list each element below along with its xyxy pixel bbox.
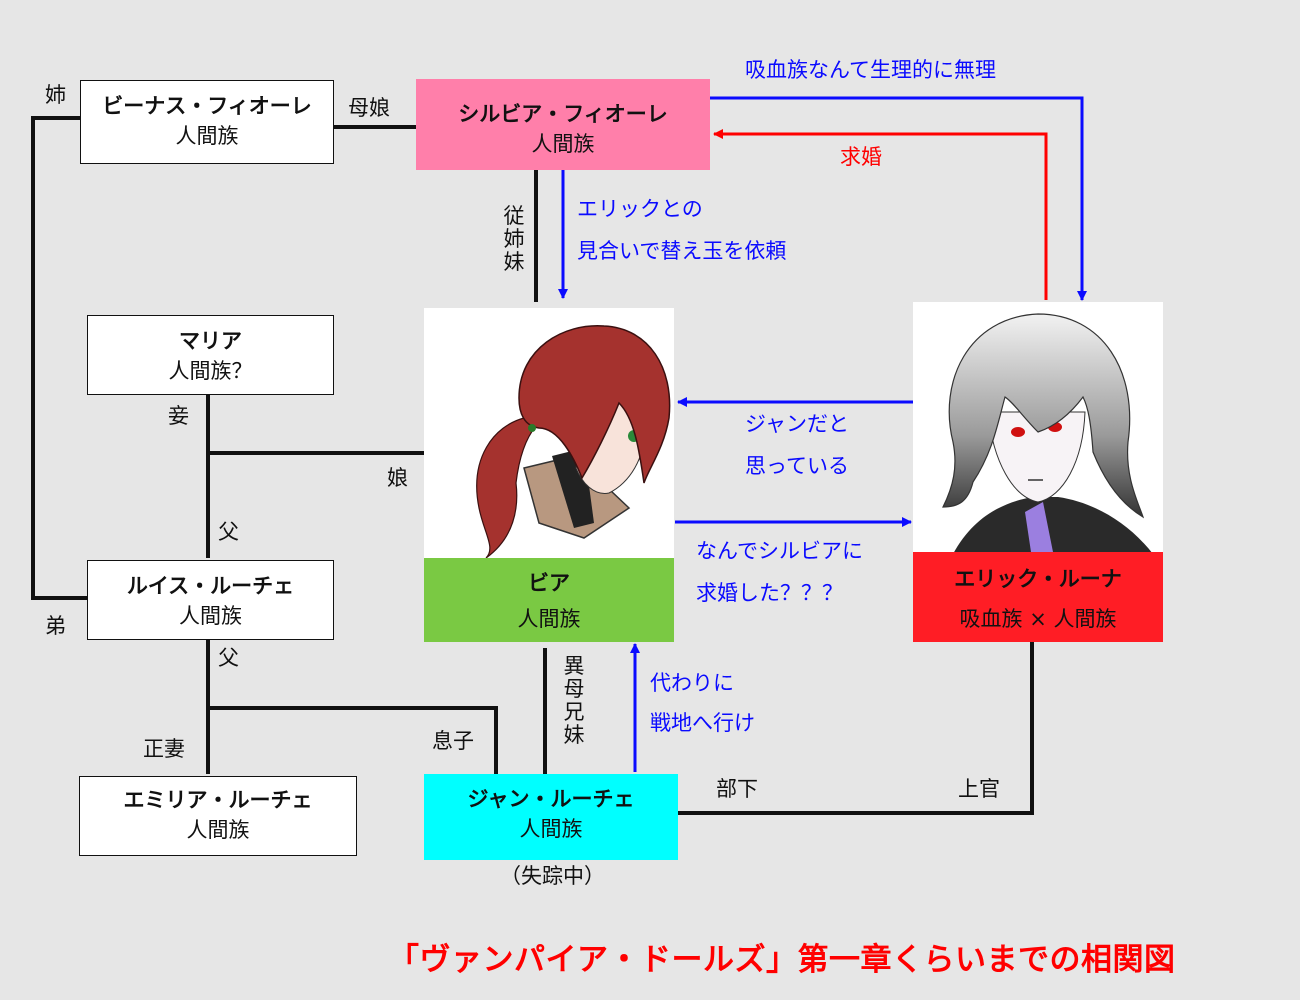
character-card-bia[interactable]: ビア 人間族 [424,308,674,642]
note-line: 思っている [745,454,849,478]
silver-haired-man-portrait [942,313,1153,554]
relation-label-daughter: 娘 [387,466,408,490]
character-box-venus[interactable]: ビーナス・フィオーレ 人間族 [80,80,334,164]
note-eric-to-sylvia: 求婚 [840,145,882,169]
arrow-sylvia-to-eric [710,96,1087,301]
arrow-eric-to-sylvia [713,129,1048,300]
line-to-jean-son [208,706,498,774]
relation-label-concubine: 妾 [168,404,189,428]
relation-label-legal-wife: 正妻 [143,737,185,761]
character-name: ビーナス・フィオーレ [102,94,312,118]
relation-label-sister: 姉 [45,83,66,107]
note-line: なんでシルビアに [696,539,863,563]
note-bia-to-eric: なんでシルビアに 求婚した？？？ [696,530,863,614]
note-sylvia-to-bia: エリックとの 見合いで替え玉を依頼 [577,188,786,272]
relation-label-mother-daughter: 母娘 [348,96,390,120]
label-char: 妹 [563,723,585,747]
character-name: エミリア・ルーチェ [123,788,313,812]
character-name: ジャン・ルーチェ [467,787,635,811]
relation-label-father-lower: 父 [218,646,239,670]
character-name: ルイス・ルーチェ [126,574,295,598]
character-race: 人間族 [531,132,595,156]
line-jean-eric-rank [678,642,1034,815]
character-name: シルビア・フィオーレ [458,102,668,126]
note-eric-to-bia: ジャンだと 思っている [745,403,849,487]
note-line: エリックとの [577,197,703,221]
character-race: 人間族 [175,124,239,148]
relation-label-father-upper: 父 [218,520,239,544]
character-race: 人間族 [179,604,242,628]
relation-label-subordinate: 部下 [716,777,758,801]
label-char: 従 [503,204,525,228]
character-box-jean[interactable]: ジャン・ルーチェ 人間族 [424,774,678,860]
label-char: 異 [563,654,585,678]
relation-label-brother: 弟 [45,614,66,638]
label-char: 兄 [563,700,585,724]
character-card-eric[interactable]: エリック・ルーナ 吸血族 × 人間族 [913,302,1163,642]
character-box-emilia[interactable]: エミリア・ルーチェ 人間族 [79,776,357,856]
label-char: 母 [563,677,585,701]
note-line: 戦地へ行け [650,711,755,735]
character-name: マリア [179,329,242,353]
character-race: 人間族 [517,607,581,631]
character-name: ビア [528,571,570,595]
note-line: 求婚した？？？ [696,581,843,605]
diagram-title: 「ヴァンパイア・ドールズ」第一章くらいまでの相関図 [388,942,1176,978]
character-label-bia: ビア 人間族 [424,558,674,642]
relation-label-son: 息子 [432,729,474,753]
label-char: 妹 [503,250,525,274]
relation-label-superior: 上官 [958,777,1000,801]
character-box-sylvia[interactable]: シルビア・フィオーレ 人間族 [416,79,710,170]
character-race: 人間族？ [168,359,253,383]
character-name: エリック・ルーナ [954,567,1122,591]
character-race: 吸血族 × 人間族 [959,607,1117,631]
relation-label-half-siblings: 異 母 兄 妹 [562,655,586,747]
character-box-luis[interactable]: ルイス・ルーチェ 人間族 [87,560,334,640]
character-race: 人間族 [186,818,250,842]
character-label-eric: エリック・ルーナ 吸血族 × 人間族 [913,552,1163,642]
jean-status: （失踪中） [500,864,605,888]
note-line: 見合いで替え玉を依頼 [577,239,787,263]
note-line: 代わりに [650,671,734,695]
line-venus-luis-siblings [31,116,88,600]
note-line: ジャンだと [745,412,849,436]
note-jean-to-bia: 代わりに 戦地へ行け [650,663,755,743]
label-char: 姉 [503,227,525,251]
relation-label-cousins: 従 姉 妹 [502,205,526,274]
note-sylvia-to-eric: 吸血族なんて生理的に無理 [745,58,996,82]
character-box-maria[interactable]: マリア 人間族？ [87,315,334,395]
red-haired-girl-portrait [476,325,671,559]
character-race: 人間族 [519,817,583,841]
